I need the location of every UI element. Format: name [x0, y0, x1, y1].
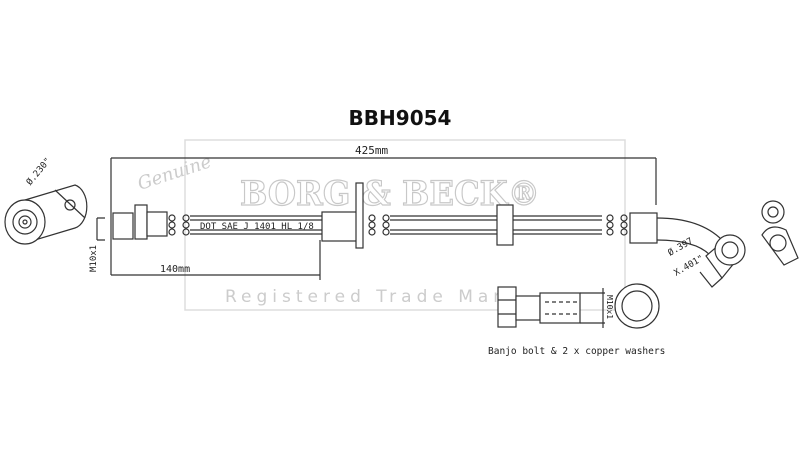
right-banjo-fitting: Ø.397 X.401": [656, 217, 746, 288]
part-number-title: BBH9054: [349, 106, 452, 130]
banjo-bolt: M10x1: [497, 286, 614, 328]
left-hole-diameter-label: Ø.230": [24, 156, 53, 188]
mid-length-label: 140mm: [160, 264, 190, 275]
copper-washer: [614, 283, 660, 329]
left-thread-dimension: M10x1: [89, 217, 105, 272]
watermark-tagline: Registered Trade Mark: [225, 287, 520, 307]
watermark: Genuine BORG & BECK® Registered Trade Ma…: [135, 139, 626, 311]
overall-length-dimension: 425mm: [110, 144, 657, 275]
brake-hose: DOT SAE J 1401 HL 1/8: [112, 182, 658, 249]
right-hole-diameter-label: Ø.397: [666, 236, 695, 259]
left-end-fitting-view: Ø.230": [4, 156, 88, 245]
watermark-brand: BORG & BECK®: [240, 174, 540, 214]
overall-length-label: 425mm: [355, 144, 388, 157]
left-thread-label: M10x1: [89, 245, 99, 272]
bolt-thread-label: M10x1: [605, 295, 614, 319]
accessories-note: Banjo bolt & 2 x copper washers: [488, 346, 665, 357]
hose-marking: DOT SAE J 1401 HL 1/8: [200, 222, 314, 232]
right-hole-width-label: X.401": [673, 254, 706, 279]
mid-length-dimension: 140mm: [111, 240, 321, 280]
banjo-end-view: [761, 200, 799, 266]
